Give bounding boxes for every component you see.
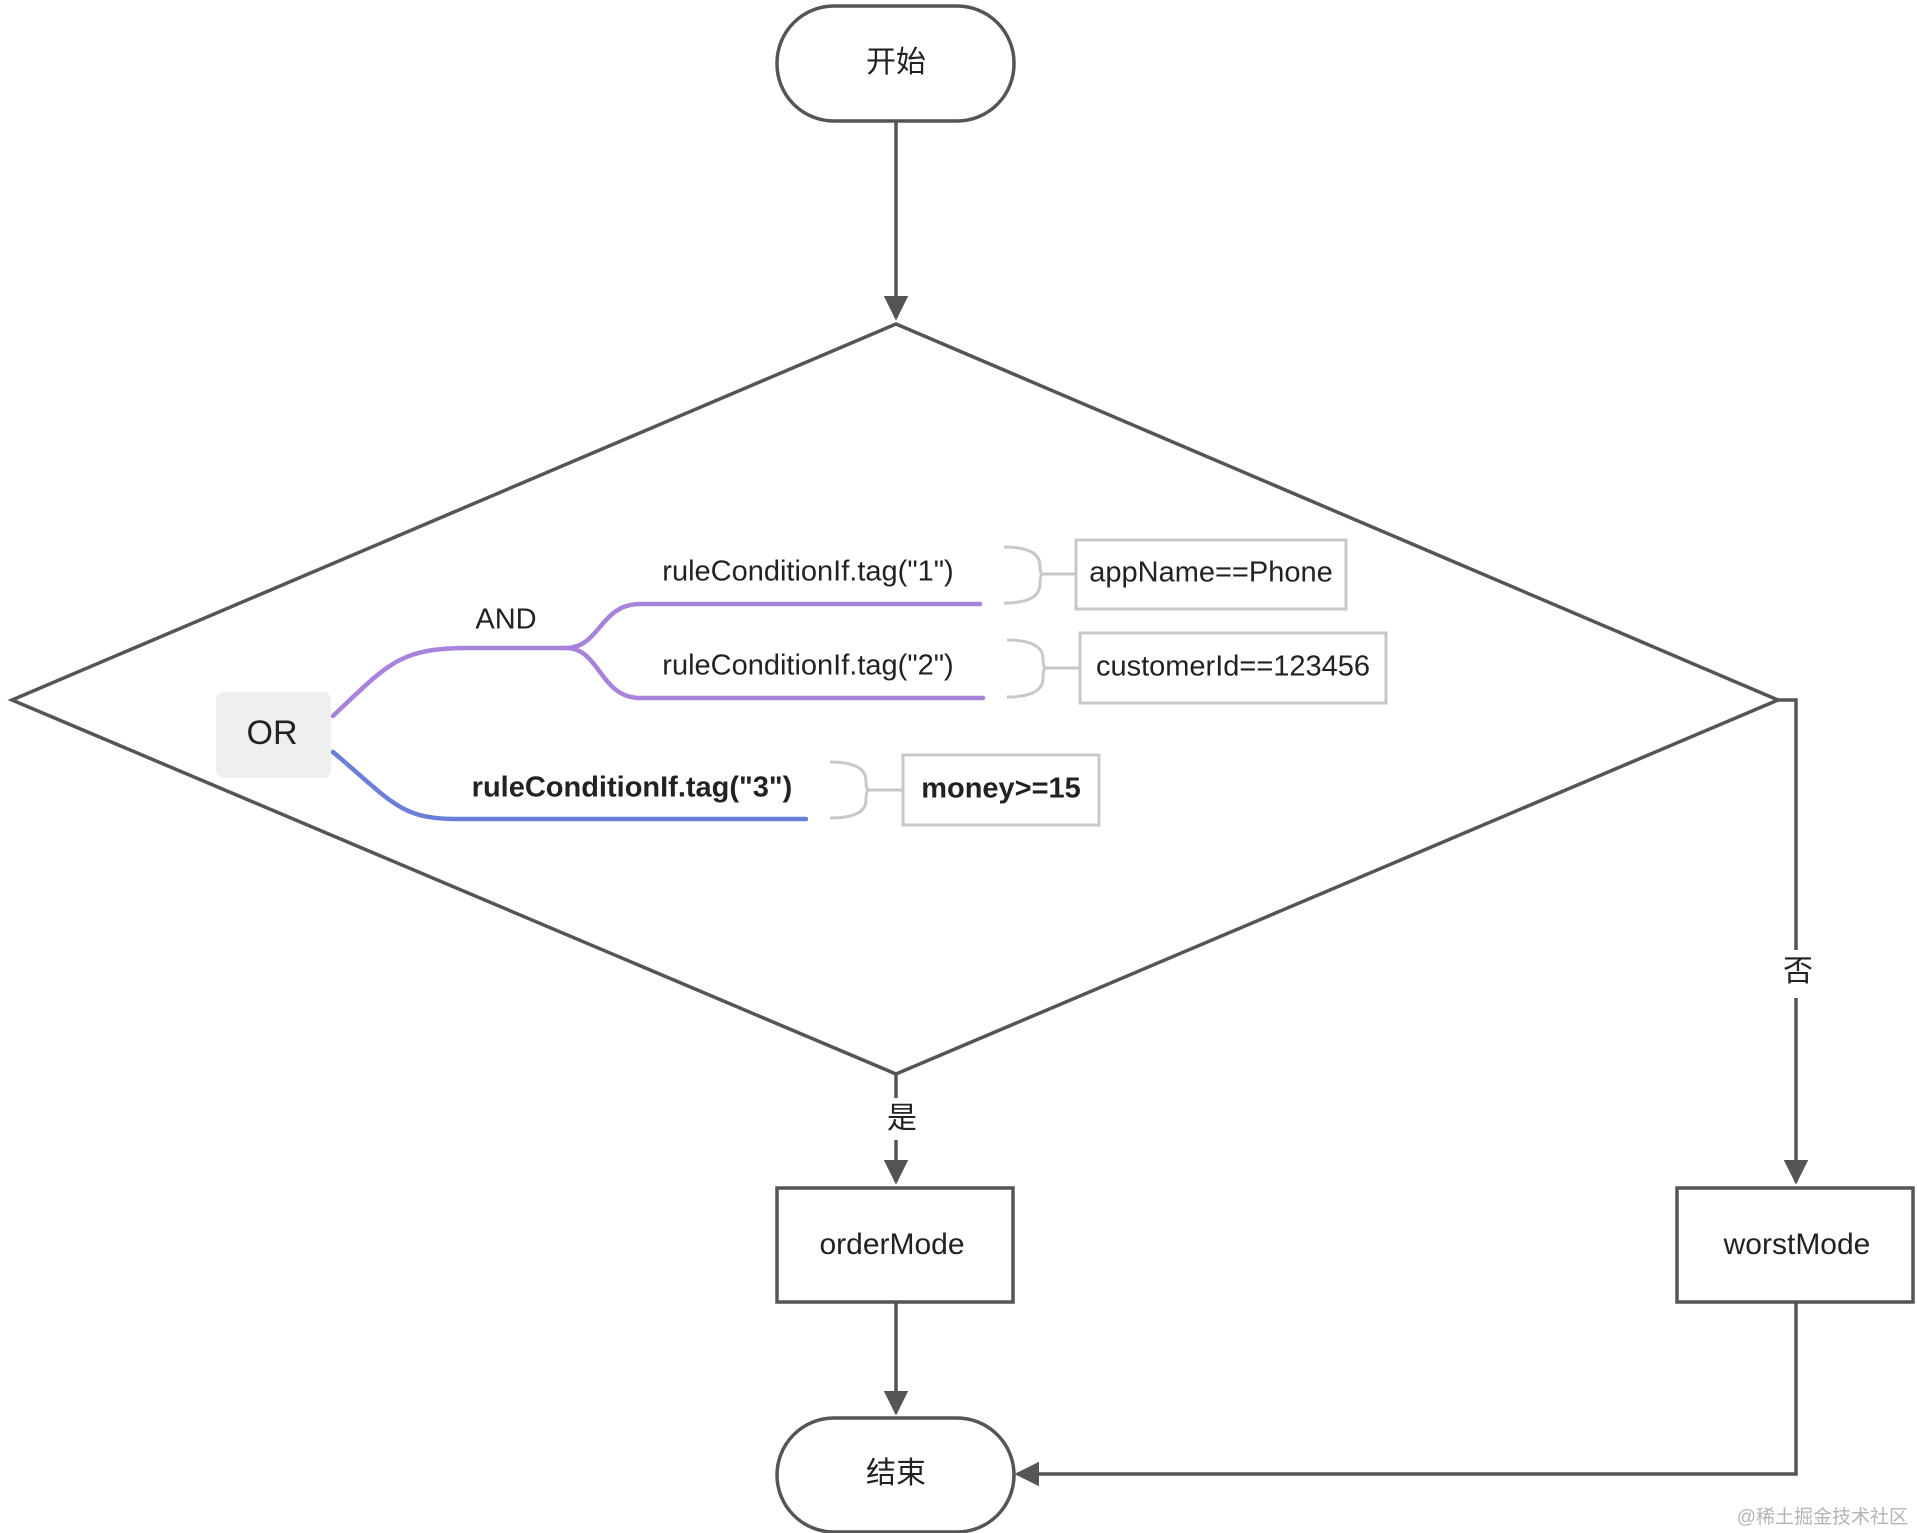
start-node	[775, 4, 1016, 123]
tag1-label: ruleConditionIf.tag("1")	[662, 556, 953, 588]
tag2-bracket	[1006, 638, 1080, 699]
tag2-label: ruleConditionIf.tag("2")	[662, 650, 953, 682]
and-node-label: AND	[475, 604, 536, 636]
ordermode-node-label: orderMode	[819, 1228, 964, 1261]
condition-appname: appName==Phone	[1089, 557, 1332, 589]
condition-customerid: customerId==123456	[1096, 651, 1370, 683]
start-node-label: 开始	[866, 46, 926, 79]
edge-worstmode-to-end	[1014, 1302, 1798, 1487]
no-label: 否	[1783, 955, 1813, 988]
condition-box-money	[901, 753, 1101, 827]
worstmode-node-label: worstMode	[1723, 1228, 1871, 1261]
or-node-label: OR	[247, 714, 298, 752]
ordermode-node	[775, 1186, 1015, 1304]
or-to-tag3-branch	[330, 749, 809, 822]
tag3-bracket	[829, 760, 903, 820]
end-node-label: 结束	[866, 1457, 926, 1490]
tag3-label: ruleConditionIf.tag("3")	[472, 772, 793, 804]
edge-decision-to-worstmode	[1778, 698, 1809, 1185]
condition-money: money>=15	[921, 773, 1081, 805]
tag1-bracket	[1003, 545, 1076, 605]
no-label-background	[1778, 950, 1814, 998]
yes-label-background	[878, 1098, 914, 1140]
end-node	[775, 1416, 1016, 1533]
yes-label: 是	[887, 1102, 917, 1135]
condition-box-appname	[1074, 538, 1348, 611]
watermark: @稀土掘金技术社区	[1737, 1506, 1908, 1528]
condition-box-customerid	[1078, 631, 1388, 705]
and-to-tag2-branch	[563, 645, 986, 701]
or-to-and-branch	[330, 645, 569, 719]
or-node	[216, 692, 331, 778]
and-to-tag1-branch	[563, 601, 983, 651]
worstmode-node	[1675, 1186, 1915, 1304]
